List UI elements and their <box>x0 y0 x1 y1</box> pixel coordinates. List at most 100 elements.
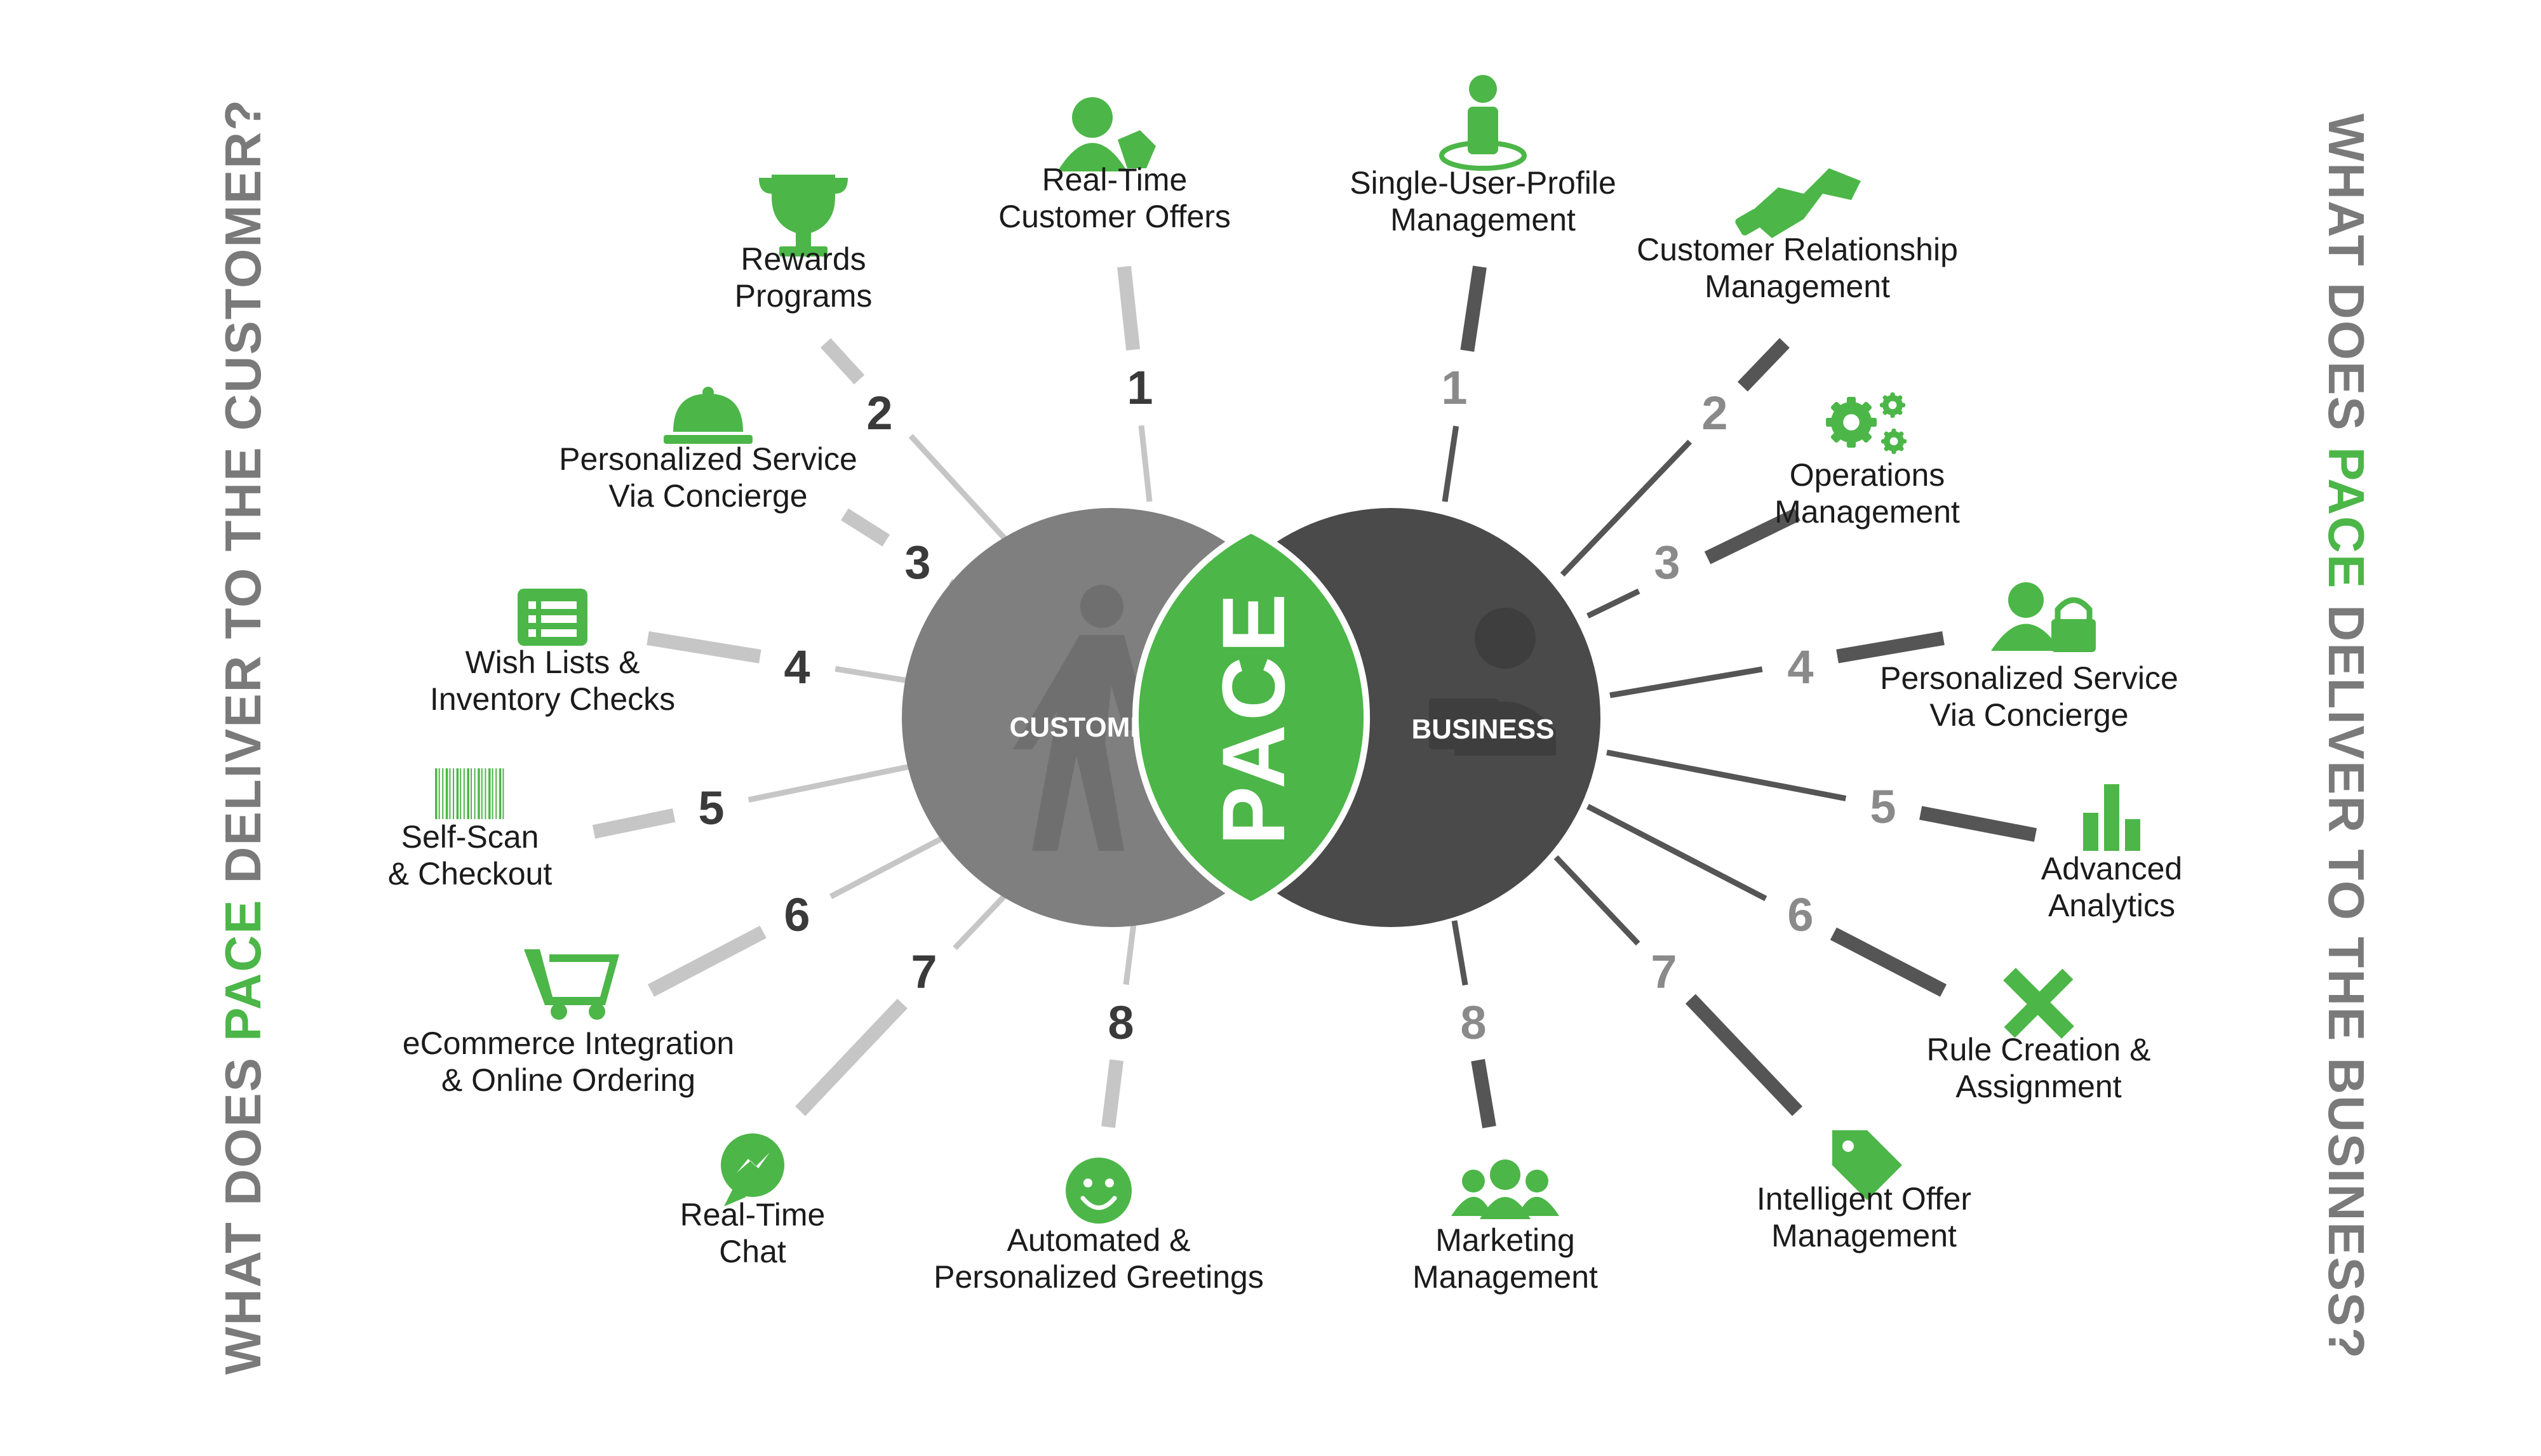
customer-item-number: 8 <box>1108 996 1134 1049</box>
customer-item-label-line: Real-Time <box>1042 162 1188 197</box>
customer-ray-outer-3 <box>841 508 890 547</box>
bar-chart-icon <box>2083 784 2140 851</box>
business-item-label-line: Rule Creation & <box>1927 1032 2151 1067</box>
business-ray-inner-3 <box>1586 588 1640 619</box>
business-ray-inner-7 <box>1553 855 1640 946</box>
business-item-number: 4 <box>1787 641 1813 693</box>
right-side-title: WHAT DOES PACE DELIVER TO THE BUSINESS? <box>2318 114 2375 1360</box>
business-ray-inner-1 <box>1442 425 1459 502</box>
service-bell-icon <box>664 387 753 444</box>
business-item-number: 7 <box>1651 945 1677 998</box>
customer-item-label-line: Personalized Service <box>559 441 857 477</box>
business-item-label-line: Intelligent Offer <box>1757 1181 1971 1217</box>
customer-item-number: 1 <box>1127 361 1153 414</box>
customer-ray-outer-8 <box>1101 1059 1124 1128</box>
customer-ray-outer-7 <box>795 998 908 1116</box>
business-ray-outer-1 <box>1460 265 1487 352</box>
business-item-label-line: Assignment <box>1955 1069 2121 1104</box>
business-item-label-line: Personalized Service <box>1880 660 2178 696</box>
barcode-icon <box>435 768 504 819</box>
customer-ray-inner-1 <box>1138 425 1153 502</box>
customer-item-label-line: Personalized Greetings <box>934 1259 1264 1295</box>
customer-item-number: 2 <box>866 387 892 439</box>
pencil-ruler-icon <box>2003 968 2074 1039</box>
gears-icon <box>1826 392 1907 454</box>
customer-item-label-line: & Online Ordering <box>441 1062 695 1098</box>
customer-item-number: 7 <box>911 945 937 998</box>
business-item-label-line: Management <box>1390 202 1576 237</box>
customer-ray-outer-1 <box>1117 265 1141 351</box>
business-ray-outer-7 <box>1685 994 1802 1116</box>
pace-intersection: PACE <box>1132 526 1371 909</box>
business-ray-inner-6 <box>1586 804 1767 902</box>
customer-item-label-line: Automated & <box>1007 1222 1190 1258</box>
ray-lines <box>592 265 2037 1128</box>
list-icon <box>518 589 587 646</box>
business-ray-outer-6 <box>1830 927 1947 997</box>
user-tag-icon <box>1057 97 1156 171</box>
customer-item-number: 3 <box>904 536 930 589</box>
trophy-icon <box>759 175 848 257</box>
customer-item-number: 5 <box>698 782 724 834</box>
business-ray-inner-4 <box>1609 666 1763 698</box>
cart-icon <box>524 949 619 1020</box>
customer-ray-inner-8 <box>1123 923 1137 985</box>
customer-item-label-line: Customer Offers <box>998 199 1231 234</box>
businessman-silhouette-icon <box>1429 608 1556 756</box>
business-ray-inner-5 <box>1606 749 1847 801</box>
business-item-label-line: Customer Relationship <box>1637 232 1958 267</box>
customer-item-number: 4 <box>784 641 810 693</box>
tag-icon <box>1832 1130 1902 1200</box>
left-side-title: WHAT DOES PACE DELIVER TO THE CUSTOMER? <box>215 98 271 1375</box>
business-item-label-line: Management <box>1774 494 1960 530</box>
customer-item-label-line: eCommerce Integration <box>403 1025 734 1061</box>
business-item-label-line: Via Concierge <box>1929 697 2128 733</box>
business-item-label-line: Single-User-Profile <box>1350 165 1616 201</box>
business-item-number: 2 <box>1701 387 1727 439</box>
business-item-number: 1 <box>1441 361 1467 414</box>
business-item-number: 6 <box>1787 888 1813 941</box>
customer-item-label-line: Via Concierge <box>608 478 807 514</box>
business-item-label-line: Advanced <box>2041 851 2182 886</box>
business-ray-outer-8 <box>1471 1059 1496 1128</box>
customer-item-label-line: Inventory Checks <box>430 681 675 717</box>
smiley-icon <box>1066 1158 1132 1224</box>
business-label: BUSINESS <box>1412 714 1555 745</box>
business-item-label-line: Marketing <box>1435 1222 1575 1258</box>
business-ray-outer-5 <box>1919 806 2037 842</box>
business-item-number: 5 <box>1870 780 1896 833</box>
business-item-label-line: Management <box>1412 1259 1598 1295</box>
business-ray-outer-3 <box>1704 508 1800 564</box>
customer-item-6: 6 eCommerce Integration& Online Ordering <box>403 888 810 1098</box>
business-item-label-line: Management <box>1705 269 1890 304</box>
business-ray-outer-4 <box>1836 631 1945 664</box>
customer-item-label-line: Programs <box>735 278 873 314</box>
customer-item-4: 4 Wish Lists &Inventory Checks <box>430 589 810 717</box>
customer-ray-outer-5 <box>592 808 676 839</box>
customer-item-number: 6 <box>784 888 810 941</box>
business-item-label-line: Operations <box>1790 457 1945 493</box>
user-lock-icon <box>1991 582 2096 652</box>
customer-item-label-line: Chat <box>719 1234 786 1269</box>
customer-item-label-line: Rewards <box>741 241 866 277</box>
business-ray-outer-2 <box>1737 338 1790 392</box>
group-icon <box>1451 1159 1559 1219</box>
pace-center-label: PACE <box>1203 590 1303 846</box>
business-ray-inner-8 <box>1451 920 1468 986</box>
single-user-icon <box>1439 75 1527 171</box>
customer-item-label-line: Wish Lists & <box>465 645 640 680</box>
business-ray-inner-2 <box>1560 439 1693 577</box>
customer-item-label-line: Real-Time <box>680 1197 826 1232</box>
